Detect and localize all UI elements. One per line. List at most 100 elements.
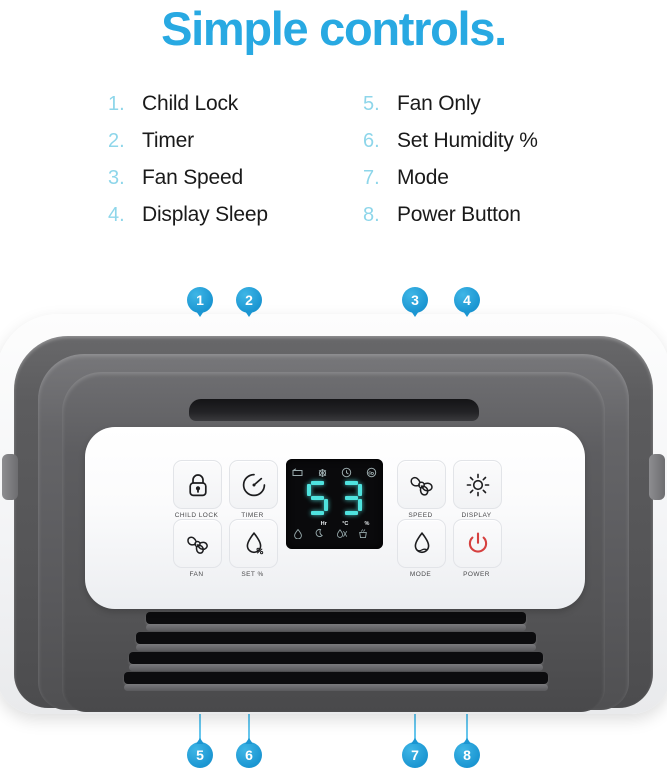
lcd-unit-hours: Hr [315, 521, 333, 539]
speed-button[interactable] [397, 460, 446, 509]
dry-basket-icon [358, 528, 376, 539]
callout-marker-5[interactable]: 5 [187, 738, 213, 768]
list-item: 1. Child Lock [108, 92, 268, 129]
lcd-value [286, 481, 383, 515]
key-group-right: SPEED MODE [397, 460, 502, 578]
legend-label: Fan Speed [142, 166, 243, 189]
callout-tail [463, 738, 471, 744]
legend-column-right: 5. Fan Only 6. Set Humidity % 7. Mode 8.… [363, 92, 538, 240]
seven-segment-digit [341, 481, 363, 515]
callout-marker-6[interactable]: 6 [236, 738, 262, 768]
lcd-unit-text [293, 521, 311, 528]
callout-tail [411, 311, 419, 317]
legend-number: 8. [363, 204, 380, 226]
set-humidity-button[interactable] [229, 519, 278, 568]
power-button[interactable] [453, 519, 502, 568]
callout-number: 6 [236, 742, 262, 768]
fan-button[interactable] [173, 519, 222, 568]
power-icon [465, 531, 491, 557]
sun-icon [465, 472, 491, 498]
callout-number: 2 [236, 287, 262, 313]
timer-label: TIMER [241, 512, 264, 519]
list-item: 6. Set Humidity % [363, 129, 538, 166]
control-panel: CHILD LOCK FAN [85, 427, 585, 609]
legend-number: 7. [363, 167, 380, 189]
side-notch-right [649, 454, 665, 500]
lcd-unit-row: Hr °C % [293, 521, 376, 539]
list-item: 3. Fan Speed [108, 166, 268, 203]
timer-icon [241, 472, 267, 498]
sleep-moon-icon [315, 528, 333, 539]
callout-tail [196, 311, 204, 317]
display-button[interactable] [453, 460, 502, 509]
timer-button[interactable] [229, 460, 278, 509]
legend-label: Mode [397, 166, 449, 189]
legend-label: Fan Only [397, 92, 481, 115]
callout-marker-8[interactable]: 8 [454, 738, 480, 768]
legend-number: 1. [108, 93, 125, 115]
child-lock-button[interactable] [173, 460, 222, 509]
speed-label: SPEED [408, 512, 433, 519]
callout-tail [245, 311, 253, 317]
legend-number: 2. [108, 130, 125, 152]
callout-tail [463, 311, 471, 317]
callout-marker-4[interactable]: 4 [454, 287, 480, 317]
seven-segment-digit [306, 481, 328, 515]
controls-legend: 1. Child Lock 2. Timer 3. Fan Speed 4. D… [0, 92, 667, 237]
child-lock-label: CHILD LOCK [174, 512, 219, 519]
mode-button[interactable] [397, 519, 446, 568]
key-column-timer-set: TIMER SET % [229, 460, 278, 578]
legend-label: Set Humidity % [397, 129, 538, 152]
lcd-indicator-row [292, 467, 377, 478]
page-title: Simple controls. [161, 2, 507, 55]
callout-marker-7[interactable]: 7 [402, 738, 428, 768]
mode-label: MODE [409, 571, 432, 578]
legend-label: Display Sleep [142, 203, 268, 226]
handle-recess [189, 399, 479, 421]
lcd-unit-text: % [364, 521, 370, 527]
fan-blade-icon [407, 472, 436, 498]
callout-number: 1 [187, 287, 213, 313]
callout-marker-2[interactable]: 2 [236, 287, 262, 317]
callout-tail [245, 738, 253, 744]
key-column-child-lock-fan: CHILD LOCK FAN [173, 460, 222, 578]
callout-number: 5 [187, 742, 213, 768]
callout-marker-1[interactable]: 1 [187, 287, 213, 317]
callout-tail [411, 738, 419, 744]
legend-number: 4. [108, 204, 125, 226]
lcd-unit-text: °C [342, 521, 349, 527]
legend-number: 3. [108, 167, 125, 189]
callout-marker-3[interactable]: 3 [402, 287, 428, 317]
callout-tail [196, 738, 204, 744]
key-group-left: CHILD LOCK FAN [173, 460, 278, 578]
padlock-icon [186, 472, 210, 498]
legend-number: 6. [363, 130, 380, 152]
legend-number: 5. [363, 93, 380, 115]
legend-column-left: 1. Child Lock 2. Timer 3. Fan Speed 4. D… [108, 92, 268, 240]
callout-number: 3 [402, 287, 428, 313]
fan-label: FAN [189, 571, 204, 578]
lcd-display: Hr °C % [286, 459, 383, 549]
legend-label: Timer [142, 129, 194, 152]
fan-circle-icon [366, 467, 377, 478]
callout-number: 7 [402, 742, 428, 768]
key-column-display-power: DISPLAY POWER [453, 460, 502, 578]
list-item: 5. Fan Only [363, 92, 538, 129]
lcd-unit-percent: % [358, 521, 376, 539]
key-column-speed-mode: SPEED MODE [397, 460, 446, 578]
water-drop-icon [410, 530, 434, 557]
callout-number: 4 [454, 287, 480, 313]
legend-label: Child Lock [142, 92, 239, 115]
callout-number: 8 [454, 742, 480, 768]
water-drop-percent-icon [242, 530, 266, 557]
list-item: 2. Timer [108, 129, 268, 166]
lcd-unit-temperature: °C [336, 521, 354, 539]
display-label: DISPLAY [461, 512, 492, 519]
legend-label: Power Button [397, 203, 521, 226]
list-item: 4. Display Sleep [108, 203, 268, 240]
set-humidity-label: SET % [241, 571, 264, 578]
side-notch-left [2, 454, 18, 500]
list-item: 8. Power Button [363, 203, 538, 240]
lcd-unit-humidity [293, 521, 311, 539]
